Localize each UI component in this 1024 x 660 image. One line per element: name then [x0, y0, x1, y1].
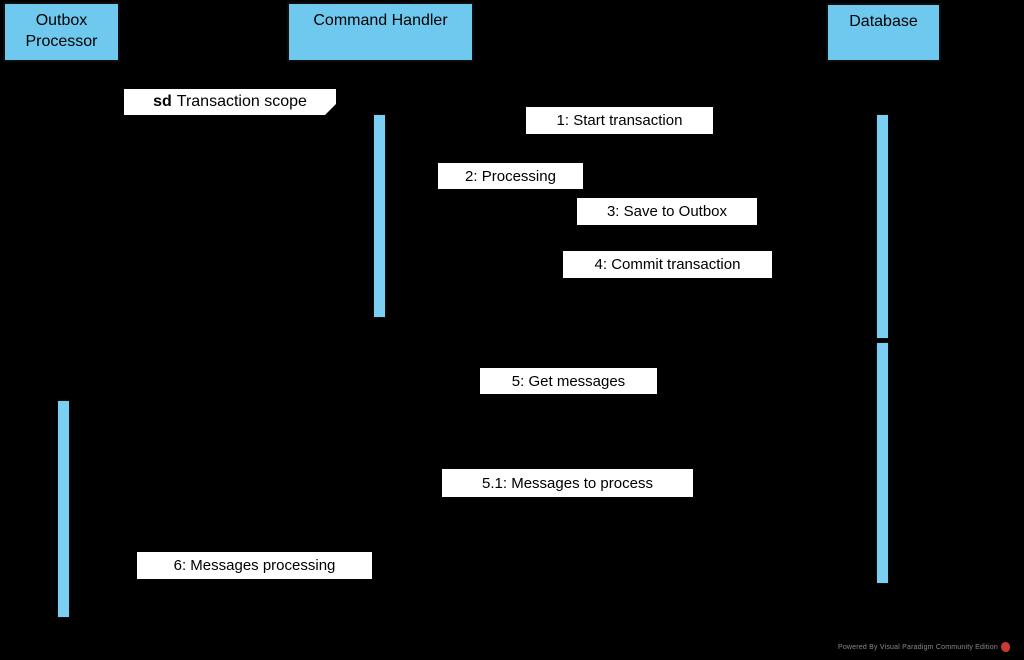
- message-label-messages-to-process: 5.1: Messages to process: [442, 469, 693, 497]
- watermark: Powered By Visual Paradigm Community Edi…: [838, 642, 1010, 652]
- frame-label-transaction-scope: sd Transaction scope: [124, 89, 336, 115]
- activation-bar-database-segment-2: [876, 342, 889, 584]
- message-label-start-transaction: 1: Start transaction: [526, 107, 713, 134]
- message-label-get-messages: 5: Get messages: [480, 368, 657, 394]
- lifeline-head-database: Database: [826, 3, 941, 62]
- watermark-text: Powered By Visual Paradigm Community Edi…: [837, 643, 998, 651]
- message-label-messages-processing: 6: Messages processing: [137, 552, 372, 579]
- frame-title: Transaction scope: [176, 93, 307, 110]
- activation-bar-outbox-processor: [57, 400, 70, 618]
- message-label-processing: 2: Processing: [438, 163, 583, 189]
- message-label-commit-transaction: 4: Commit transaction: [563, 251, 772, 278]
- lifeline-head-outbox-processor: Outbox Processor: [3, 2, 120, 62]
- visual-paradigm-logo-icon: [1001, 642, 1010, 652]
- message-label-save-to-outbox: 3: Save to Outbox: [577, 198, 757, 225]
- frame-keyword: sd: [153, 93, 172, 110]
- lifeline-head-command-handler: Command Handler: [287, 2, 474, 62]
- activation-bar-database-segment-1: [876, 114, 889, 339]
- activation-bar-command-handler: [373, 114, 386, 318]
